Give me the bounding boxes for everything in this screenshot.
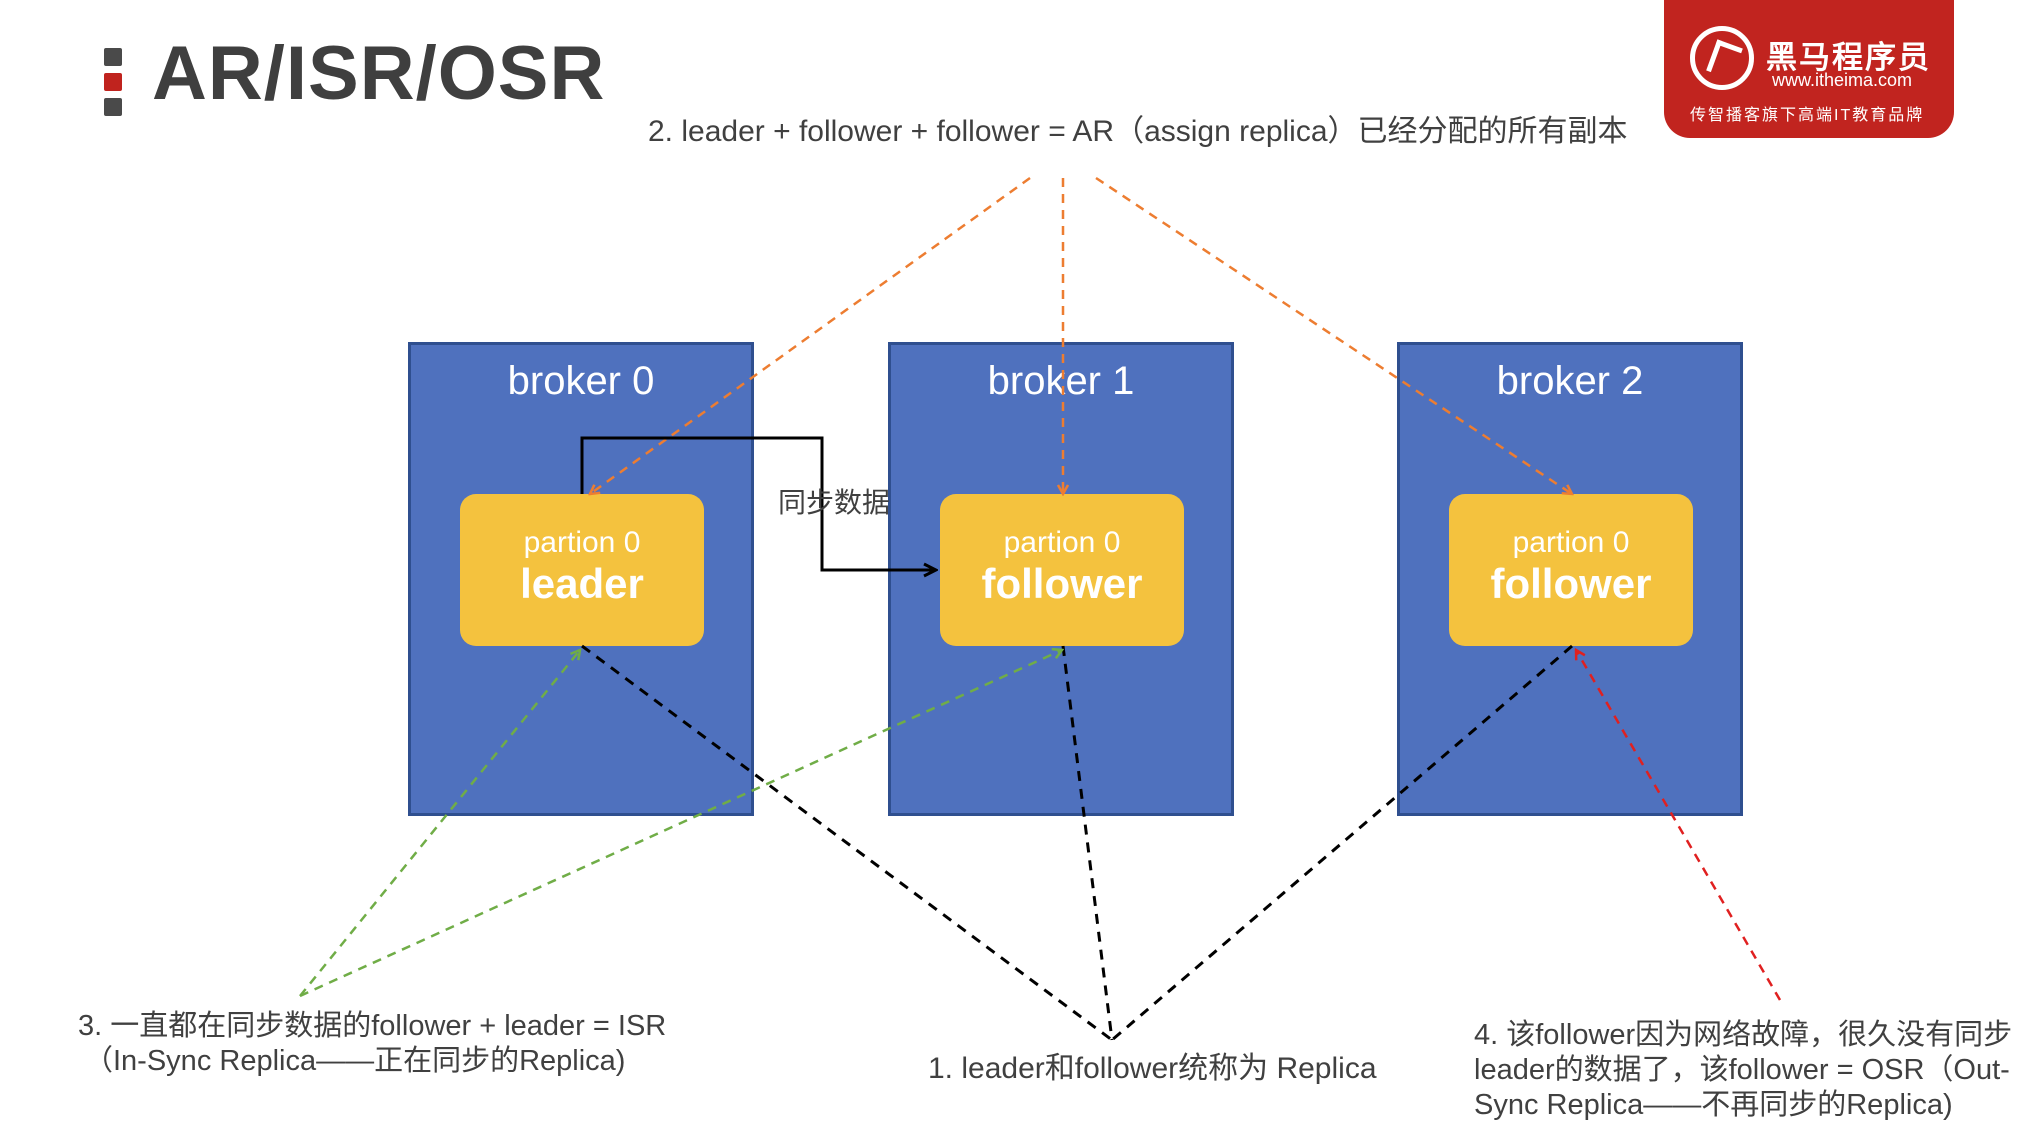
partition-role: follower [1490, 560, 1652, 607]
partition-name: partion 0 [523, 526, 641, 559]
partition-follower-1: partion 0 follower [940, 494, 1184, 646]
ar-note: 2. leader + follower + follower = AR（ass… [648, 115, 1628, 148]
osr-arrow-to-follower-2 [1576, 650, 1782, 1001]
isr-note-line-2: （In-Sync Replica——正在同步的Replica) [84, 1045, 626, 1077]
logo-slogan: 传智播客旗下高端IT教育品牌 [1690, 107, 1925, 124]
isr-arrow-to-follower-1 [299, 650, 1062, 998]
ar-arrow-to-follower-2 [1095, 176, 1572, 494]
replica-line-follower-1 [1061, 645, 1114, 1041]
partition-role: leader [520, 560, 644, 607]
partition-role: follower [981, 560, 1143, 607]
sync-data-label: 同步数据 [778, 487, 891, 518]
sync-data-arrow [580, 436, 936, 570]
partition-name: partion 0 [1003, 526, 1121, 559]
title-bullet [104, 48, 122, 123]
replica-line-follower-2 [1111, 644, 1573, 1042]
partition-follower-2: partion 0 follower [1449, 494, 1693, 646]
partition-name: partion 0 [1512, 526, 1630, 559]
osr-note-line-3: Sync Replica——不再同步的Replica) [1474, 1089, 1953, 1121]
page-title: AR/ISR/OSR [152, 31, 606, 116]
broker-1-label: broker 1 [987, 359, 1135, 403]
logo-brand: 黑马程序员 [1766, 40, 1931, 75]
brand-logo: 黑马程序员 www.itheima.com 传智播客旗下高端IT教育品牌 [1664, 0, 1954, 138]
replica-note: 1. leader和follower统称为 Replica [928, 1052, 1377, 1085]
horse-logo-icon [1690, 26, 1754, 90]
osr-note-line-2: leader的数据了，该follower = OSR（Out- [1474, 1054, 2010, 1086]
replica-line-leader [581, 644, 1113, 1042]
partition-leader: partion 0 leader [460, 494, 704, 646]
isr-arrow-to-leader [299, 650, 580, 997]
osr-note-line-1: 4. 该follower因为网络故障，很久没有同步 [1474, 1019, 2013, 1051]
ar-arrow-to-leader [590, 176, 1031, 494]
isr-note-line-1: 3. 一直都在同步数据的follower + leader = ISR [78, 1010, 667, 1042]
logo-url: www.itheima.com [1772, 70, 1913, 90]
broker-0-label: broker 0 [507, 359, 655, 403]
broker-2-label: broker 2 [1496, 359, 1644, 403]
